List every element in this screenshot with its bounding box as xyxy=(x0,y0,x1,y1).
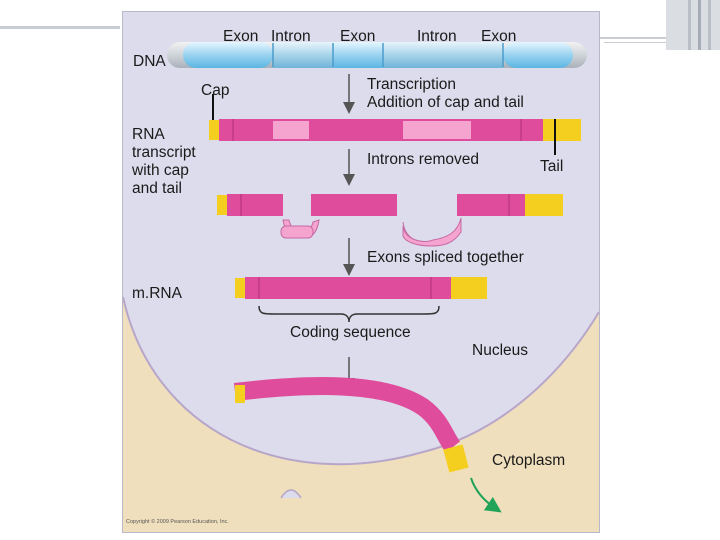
exon-label-2: Exon xyxy=(340,28,376,45)
coding-sequence-brace xyxy=(258,305,440,323)
dna-strand xyxy=(167,42,587,68)
nuclear-envelope xyxy=(123,296,599,466)
nucleus-label: Nucleus xyxy=(472,342,528,359)
exons-spliced-label: Exons spliced together xyxy=(367,249,524,266)
introns-removed-label: Introns removed xyxy=(367,151,479,168)
intron-label-2: Intron xyxy=(417,28,457,45)
transcription-step-label: Transcription Addition of cap and tail xyxy=(367,76,524,111)
exon-label-3: Exon xyxy=(481,28,517,45)
mrna xyxy=(235,277,487,323)
exon-label-1: Exon xyxy=(223,28,259,45)
figure-drawing xyxy=(123,42,599,532)
pre-mrna-processing-figure: Exon Intron Exon Intron Exon DNA Cap Tra… xyxy=(122,11,600,533)
slide-header-decoration xyxy=(0,0,720,50)
coding-sequence-label: Coding sequence xyxy=(290,324,411,341)
cytoplasm-region xyxy=(123,297,599,532)
rna-transcript xyxy=(209,94,581,155)
tail-label: Tail xyxy=(540,158,564,175)
spliced-exons-and-introns xyxy=(217,194,563,247)
cap-label: Cap xyxy=(201,82,230,99)
rna-transcript-label: RNA transcript with cap and tail xyxy=(132,126,196,197)
nuclear-pore xyxy=(280,489,302,499)
dna-label: DNA xyxy=(133,53,166,70)
mrna-label: m.RNA xyxy=(132,285,182,302)
exported-mrna xyxy=(233,377,502,513)
cytoplasm-label: Cytoplasm xyxy=(492,452,566,469)
intron-label-1: Intron xyxy=(271,28,311,45)
copyright-notice: Copyright © 2009 Pearson Education, Inc. xyxy=(126,519,229,525)
